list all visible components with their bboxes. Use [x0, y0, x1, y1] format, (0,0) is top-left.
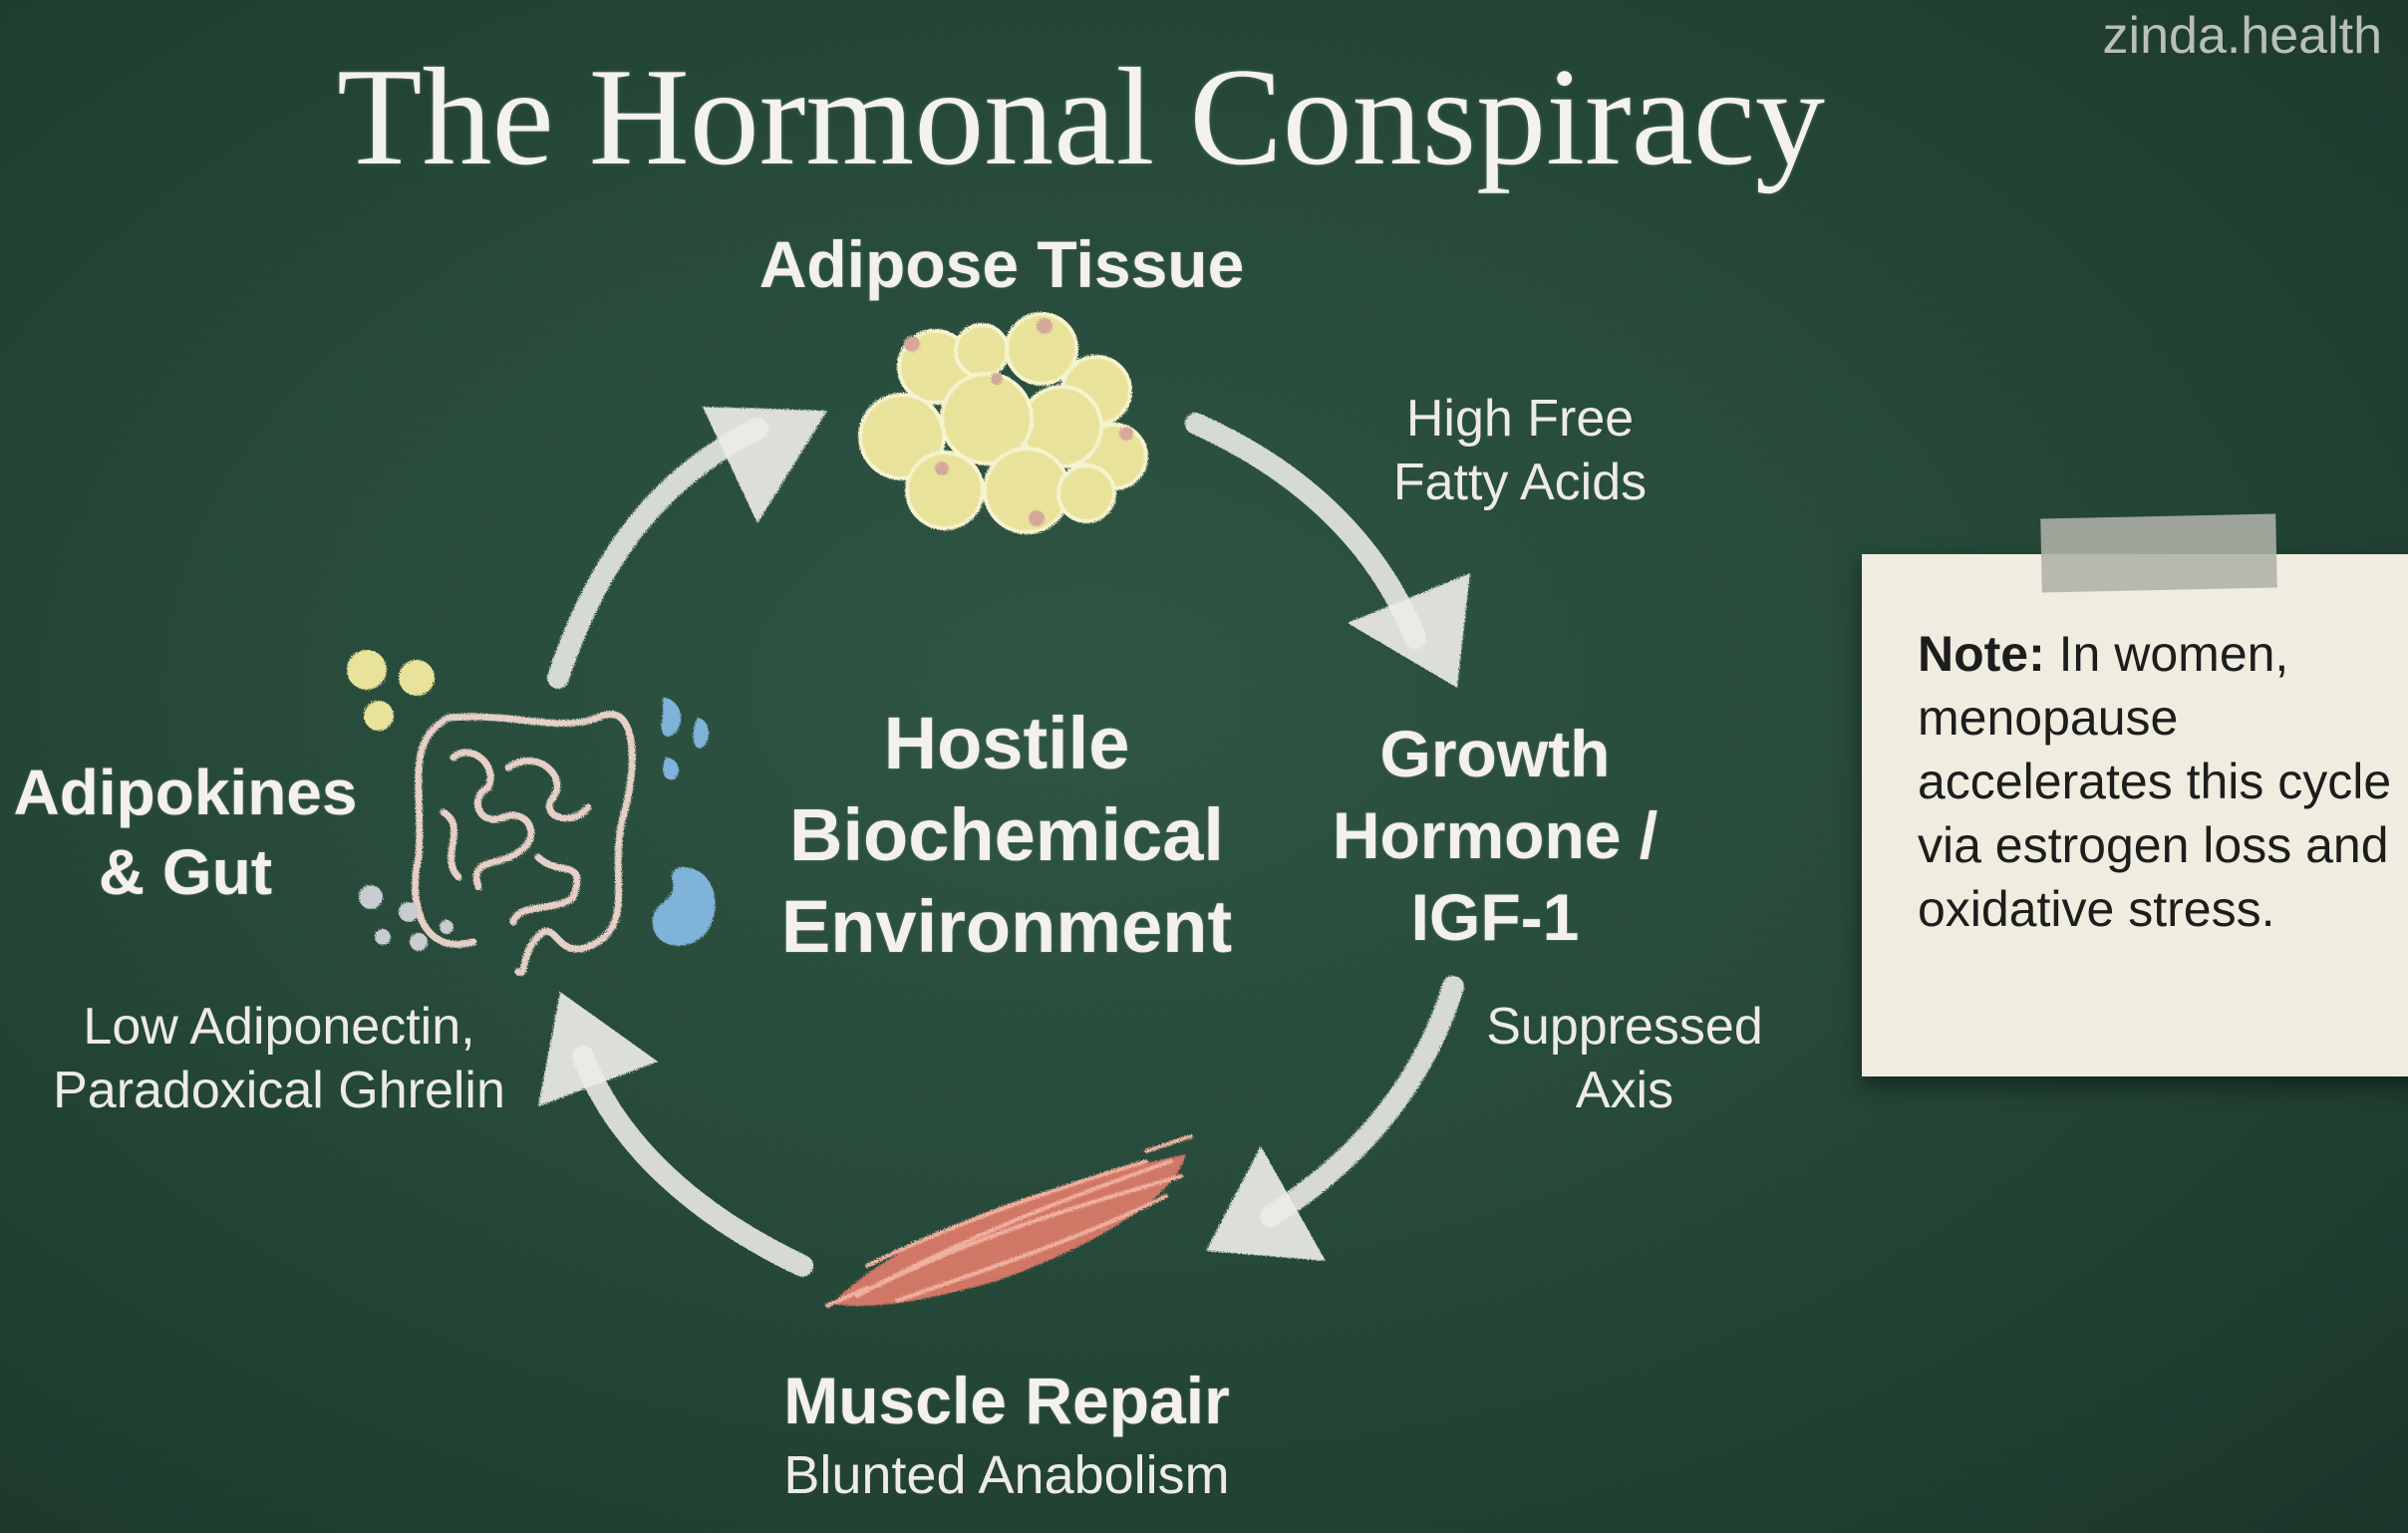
node-growth-hormone-line: Hormone / — [1332, 798, 1658, 872]
edge-label-line: Paradoxical Ghrelin — [53, 1062, 505, 1119]
node-muscle-title: Muscle Repair — [783, 1364, 1230, 1437]
node-growth-hormone-title: Growth Hormone / IGF-1 — [1276, 713, 1714, 958]
edge-label-line: Low Adiponectin, — [83, 998, 475, 1056]
node-adipokines-line: & Gut — [98, 836, 273, 908]
arrow-muscle-to-adipokines — [538, 992, 813, 1277]
note-body: In women, menopause accelerates this cyc… — [1918, 626, 2392, 937]
edge-label-line: Axis — [1575, 1062, 1674, 1119]
node-muscle-subtitle: Blunted Anabolism — [783, 1445, 1230, 1505]
stomach-icon — [652, 698, 716, 946]
yellow-dots-icon — [347, 650, 435, 731]
center-label: Hostile Biochemical Environment — [698, 698, 1316, 973]
edge-label-line: Suppressed — [1486, 998, 1763, 1056]
edge-label-adiponectin-ghrelin: Low Adiponectin, Paradoxical Ghrelin — [10, 995, 548, 1122]
arrow-adipokines-to-adipose — [547, 407, 827, 689]
node-adipokines-line: Adipokines — [13, 757, 358, 828]
fat-cells-icon — [858, 312, 1148, 534]
center-label-line: Environment — [780, 885, 1233, 968]
brand-watermark: zinda.health — [2102, 7, 2382, 65]
node-growth-hormone-line: IGF-1 — [1410, 880, 1580, 954]
tape-strip — [2040, 513, 2277, 593]
note-label: Note: — [1918, 626, 2045, 682]
arrow-adipose-to-growth-hormone — [1185, 413, 1470, 688]
node-adipokines-title: Adipokines & Gut — [0, 753, 371, 912]
edge-label-suppressed-axis: Suppressed Axis — [1435, 995, 1814, 1122]
note-text: Note: In women, menopause accelerates th… — [1918, 622, 2396, 941]
edge-label-line: High Free — [1405, 390, 1635, 448]
arrow-growth-hormone-to-muscle — [1206, 976, 1464, 1261]
center-label-line: Biochemical — [789, 793, 1224, 876]
node-adipose-title: Adipose Tissue — [758, 227, 1245, 301]
muscle-icon — [825, 1134, 1193, 1308]
gut-icon — [412, 711, 636, 977]
edge-label-line: Fatty Acids — [1392, 454, 1648, 511]
node-growth-hormone-line: Growth — [1379, 717, 1611, 790]
sticky-note: Note: In women, menopause accelerates th… — [1862, 554, 2408, 1076]
fragments-icon — [359, 885, 453, 951]
edge-label-fatty-acids: High Free Fatty Acids — [1336, 387, 1704, 514]
page-title: The Hormonal Conspiracy — [337, 40, 1825, 194]
center-label-line: Hostile — [883, 702, 1130, 784]
